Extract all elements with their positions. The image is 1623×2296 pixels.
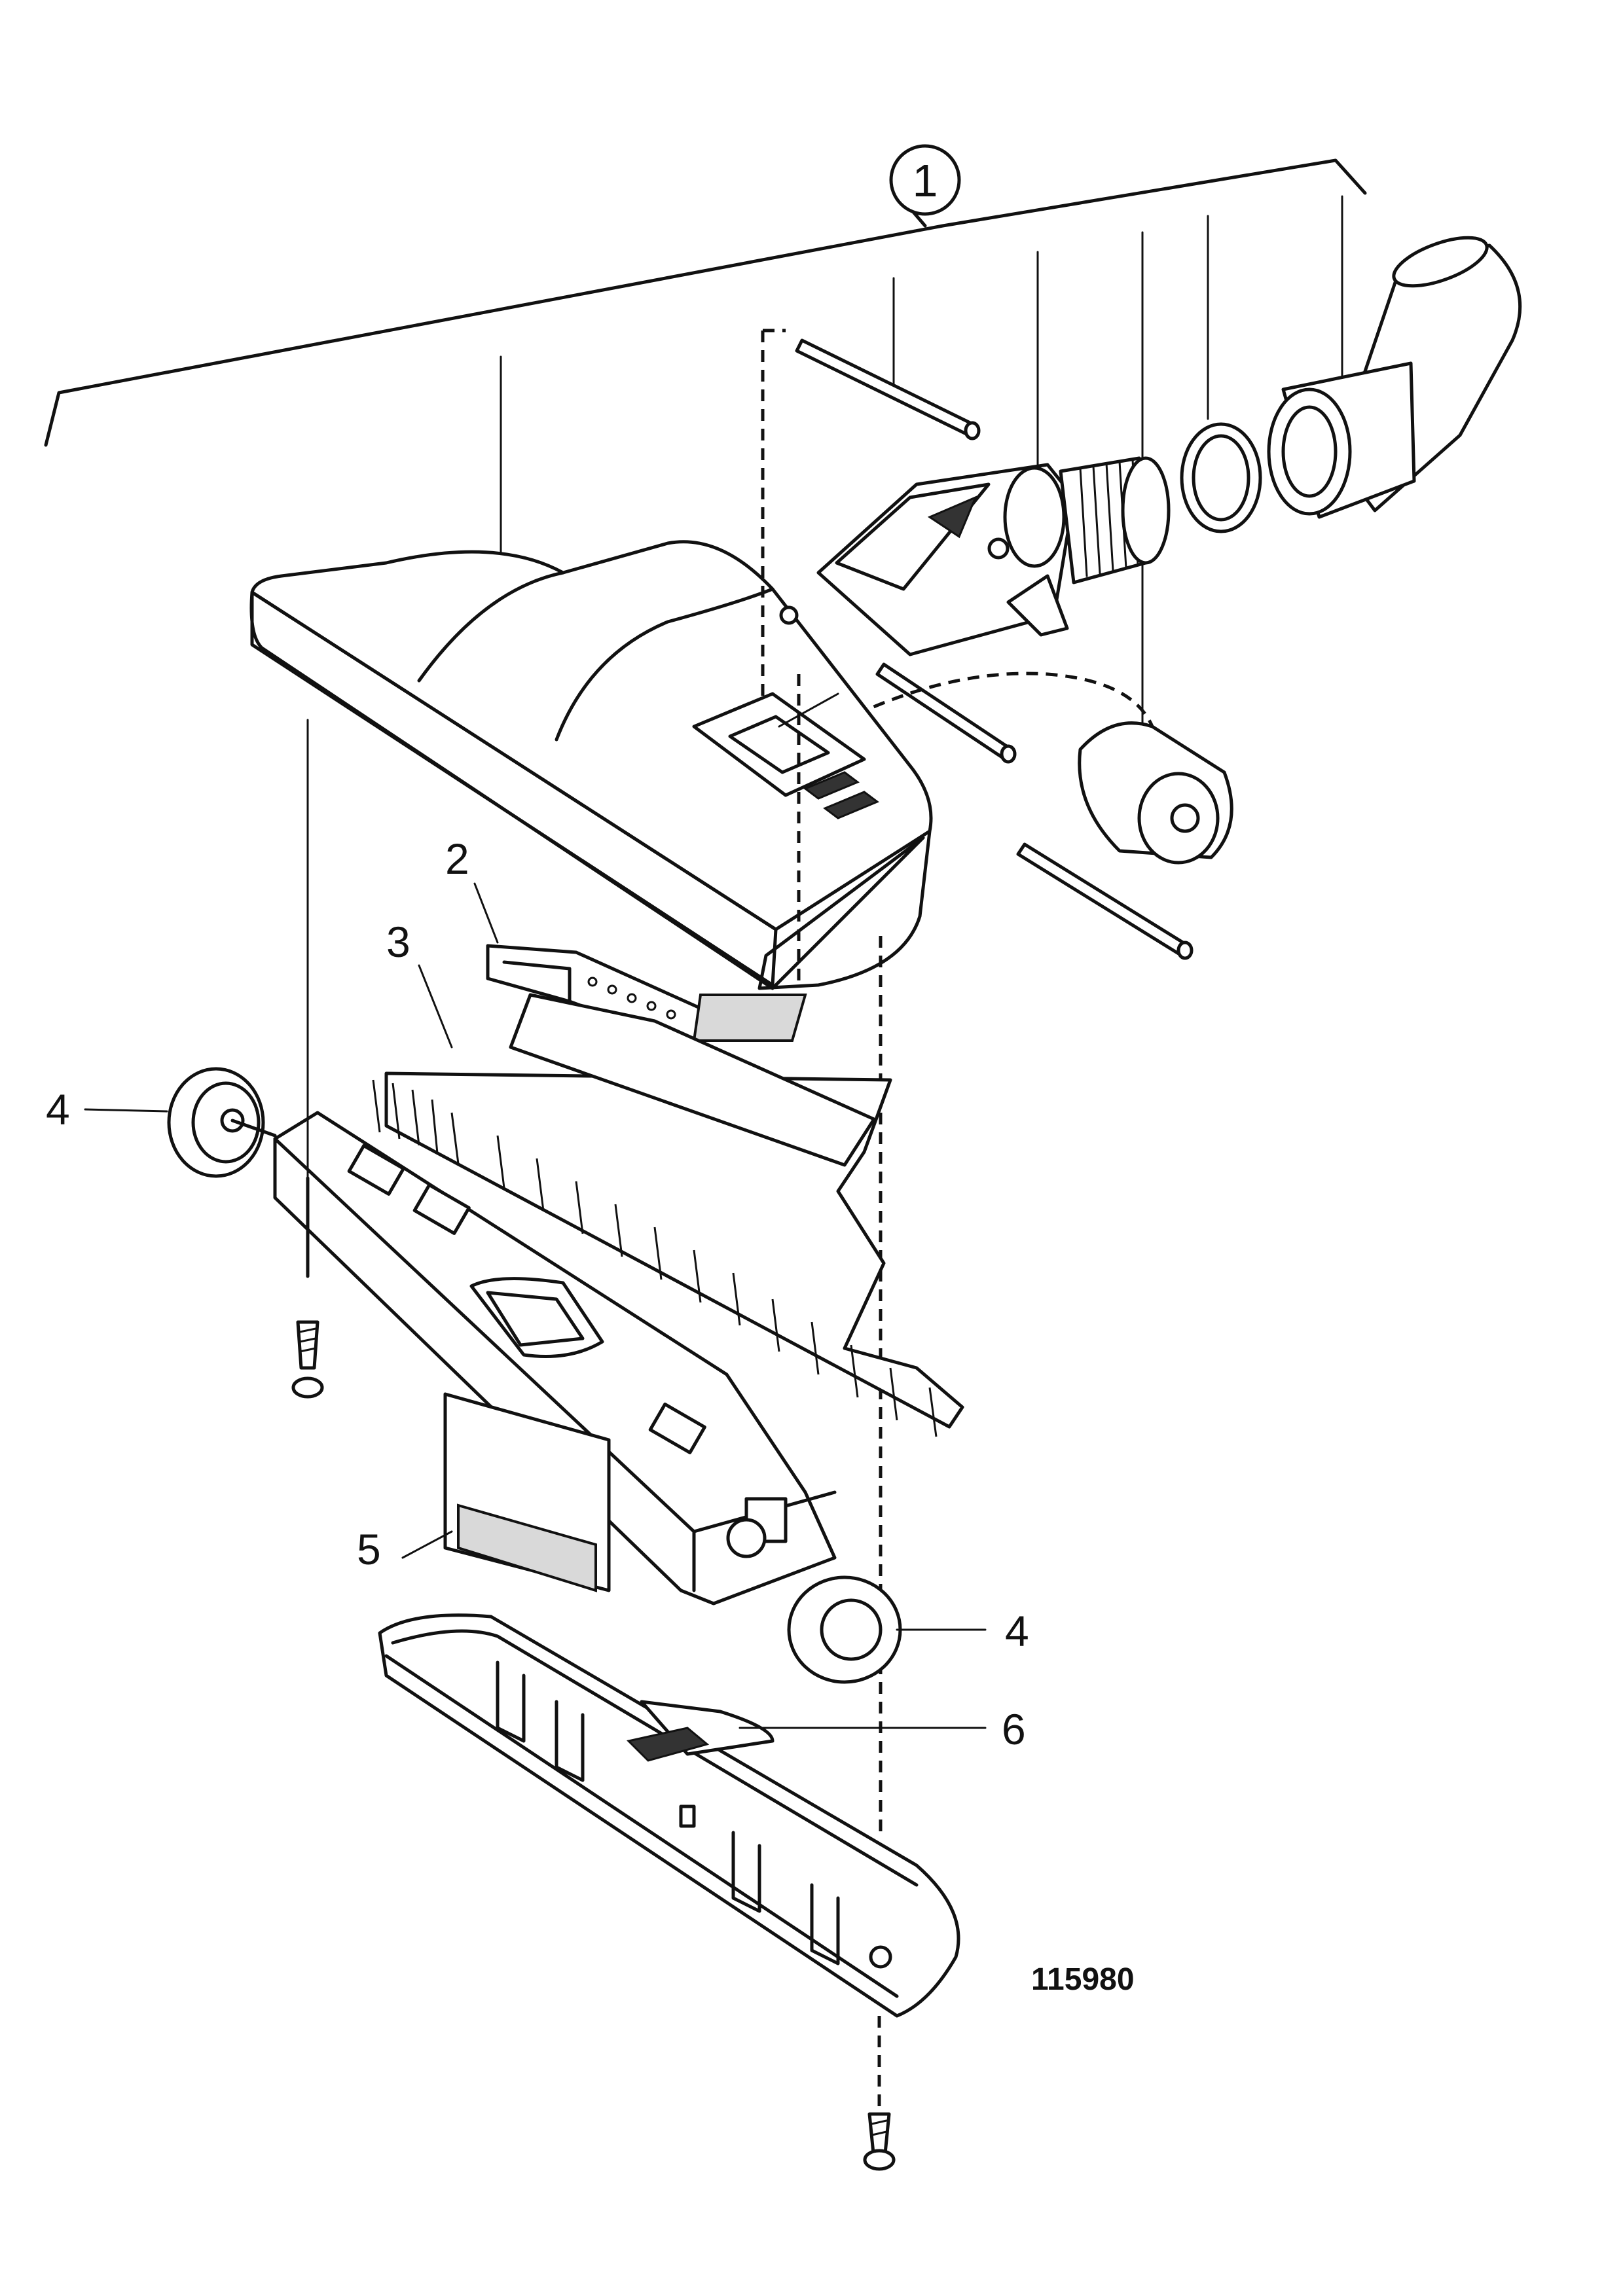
nozzle-housing — [249, 329, 933, 1833]
filter-pad: 5 — [357, 1392, 611, 1592]
callout-4-right-label: 4 — [1005, 1607, 1029, 1655]
callout-5-label: 5 — [357, 1525, 381, 1573]
base-chassis — [273, 719, 837, 1605]
seal-holes — [587, 977, 676, 1020]
plate-ribs — [496, 1660, 840, 1965]
bottom-plate: 6 — [378, 1613, 1026, 2018]
wheel-left: 4 — [46, 1067, 277, 1178]
end-cap — [837, 672, 1233, 865]
bottom-screw — [863, 2016, 896, 2171]
screw-threads — [299, 1327, 317, 1353]
callout-4-left-label: 4 — [46, 1085, 70, 1134]
callout-3-label: 3 — [386, 918, 410, 966]
bristles — [372, 1079, 938, 1437]
chassis-compartments — [347, 1143, 788, 1543]
callout-2-label: 2 — [445, 834, 469, 883]
callout-6-label: 6 — [1002, 1705, 1026, 1753]
swivel-neck — [816, 456, 1171, 656]
drawing-reference-number: 115980 — [1031, 1962, 1135, 1997]
wheel-right: 4 — [787, 1575, 1029, 1684]
axle-pins — [795, 338, 1194, 960]
brush-roll: 3 — [372, 918, 964, 1437]
ring-seal — [1180, 422, 1262, 533]
callout-1-label: 1 — [913, 155, 938, 206]
angled-pipe — [1267, 236, 1522, 519]
assembly-bracket: 1 — [44, 144, 1367, 734]
